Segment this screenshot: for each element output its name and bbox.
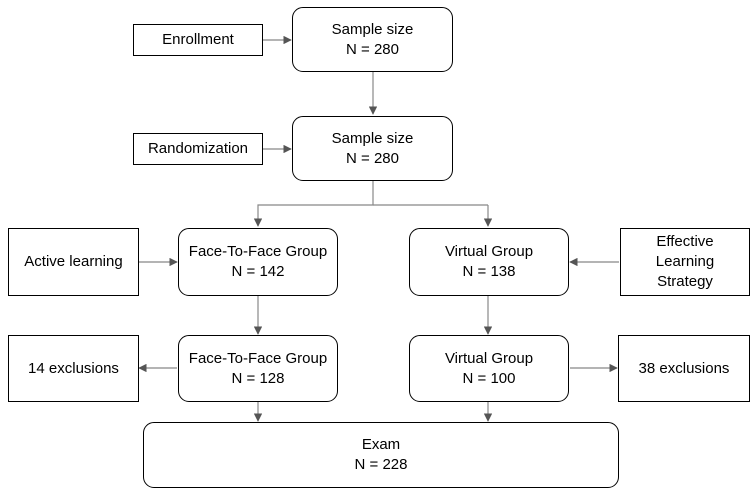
group-title: Face-To-Face Group xyxy=(188,243,328,260)
active-learning-box: Active learning xyxy=(8,228,139,296)
sample-size-title: Sample size xyxy=(331,20,414,38)
randomization-label: Randomization xyxy=(147,140,249,157)
strategy-line-2: Learning xyxy=(655,253,715,270)
group-title: Face-To-Face Group xyxy=(188,349,328,367)
sample-size-box-1: Sample size N = 280 xyxy=(292,7,453,72)
group-title: Virtual Group xyxy=(444,349,534,367)
exclusions-label: 14 exclusions xyxy=(28,359,119,377)
effective-learning-strategy-box: Effective Learning Strategy xyxy=(620,228,750,296)
exclusions-label: 38 exclusions xyxy=(638,359,730,377)
exam-count: N = 228 xyxy=(354,456,408,473)
strategy-line-1: Effective xyxy=(656,233,714,250)
virtual-group-box-1: Virtual Group N = 138 xyxy=(409,228,569,296)
virtual-group-box-2: Virtual Group N = 100 xyxy=(409,335,569,402)
sample-size-count: N = 280 xyxy=(346,40,399,58)
enrollment-box: Enrollment xyxy=(133,24,263,56)
exam-box: Exam N = 228 xyxy=(143,422,619,488)
enrollment-label: Enrollment xyxy=(162,31,234,48)
exam-title: Exam xyxy=(361,436,401,453)
active-learning-label: Active learning xyxy=(24,253,123,270)
face-to-face-group-box-2: Face-To-Face Group N = 128 xyxy=(178,335,338,402)
group-title: Virtual Group xyxy=(444,243,534,260)
face-to-face-group-box-1: Face-To-Face Group N = 142 xyxy=(178,228,338,296)
group-count: N = 100 xyxy=(462,369,516,387)
group-count: N = 128 xyxy=(231,369,285,387)
exclusions-box-left: 14 exclusions xyxy=(8,335,139,402)
exclusions-box-right: 38 exclusions xyxy=(618,335,750,402)
sample-size-box-2: Sample size N = 280 xyxy=(292,116,453,181)
strategy-line-3: Strategy xyxy=(657,273,713,290)
sample-size-title: Sample size xyxy=(331,129,414,147)
group-count: N = 138 xyxy=(462,263,516,280)
randomization-box: Randomization xyxy=(133,133,263,165)
group-count: N = 142 xyxy=(231,263,285,280)
sample-size-count: N = 280 xyxy=(346,149,399,167)
split-connector xyxy=(253,181,374,227)
